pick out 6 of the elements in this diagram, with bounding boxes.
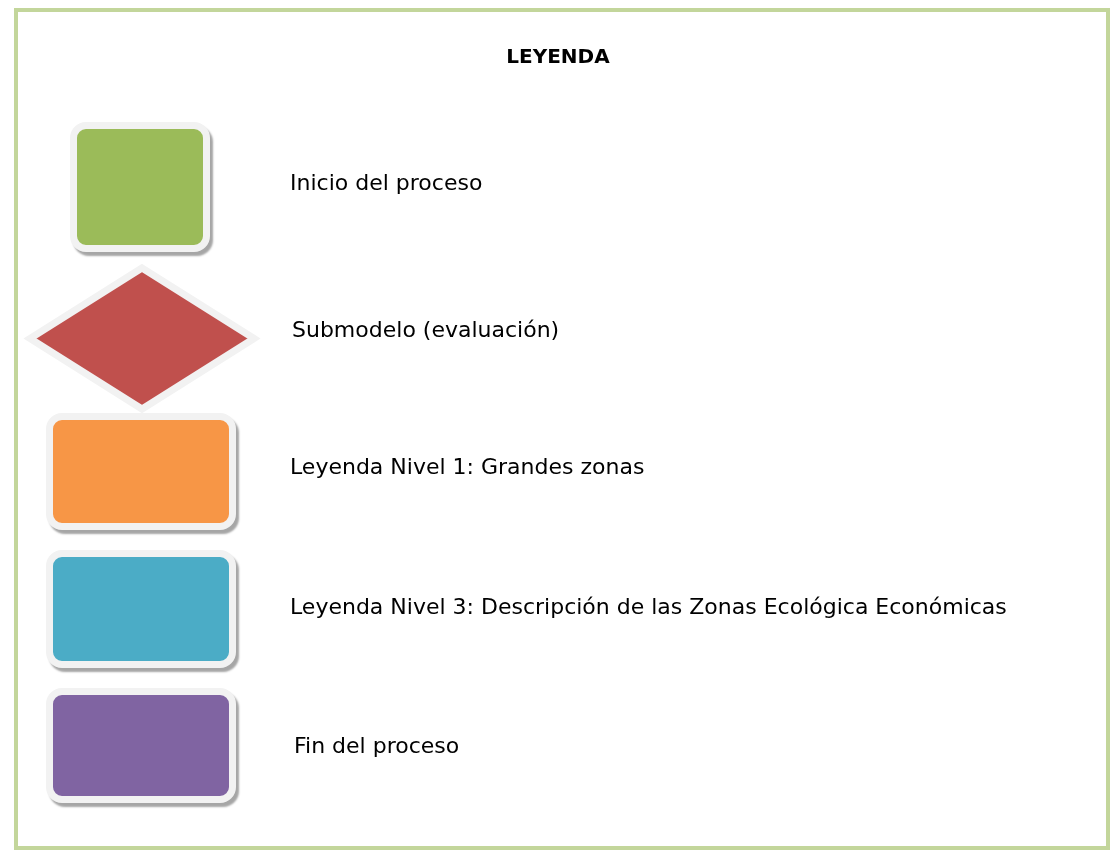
legend-title: LEYENDA [505,44,611,68]
legend-text: Fin del proceso [294,733,460,758]
legend-text: Leyenda Nivel 3: Descripción de las Zonas Ecológica Económicas [290,594,1007,619]
legend-text: Submodelo (evaluación) [292,317,560,342]
legend-text: Inicio del proceso [290,170,483,195]
legend-text: Leyenda Nivel 1: Grandes zonas [290,454,645,479]
